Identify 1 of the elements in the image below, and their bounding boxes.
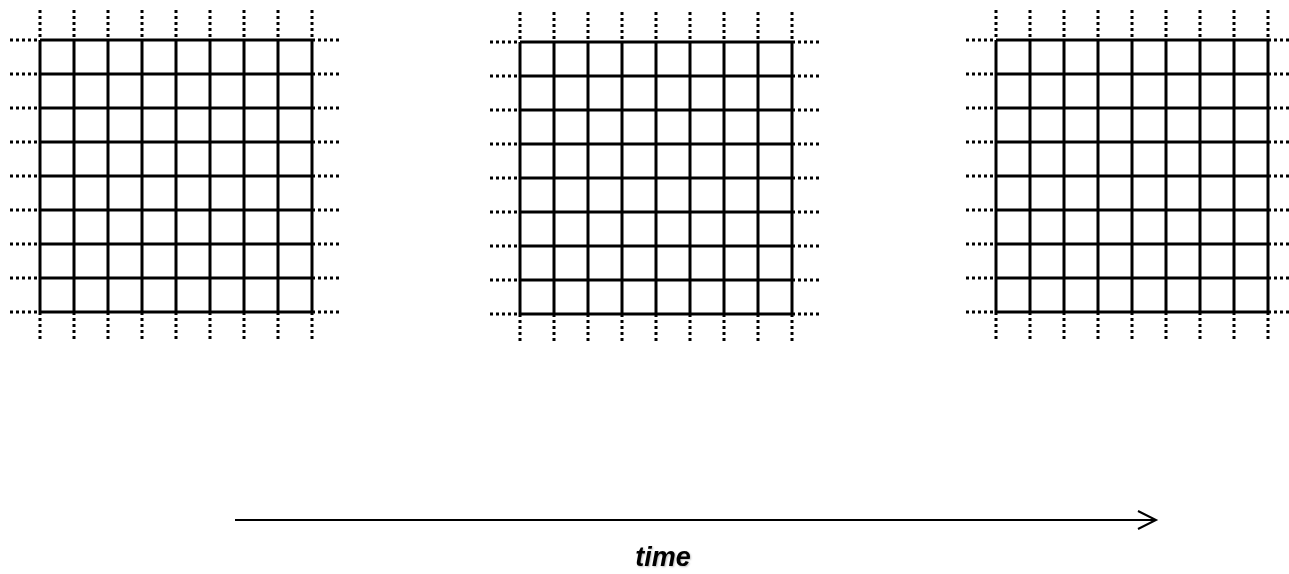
axis-label: time <box>634 542 692 573</box>
